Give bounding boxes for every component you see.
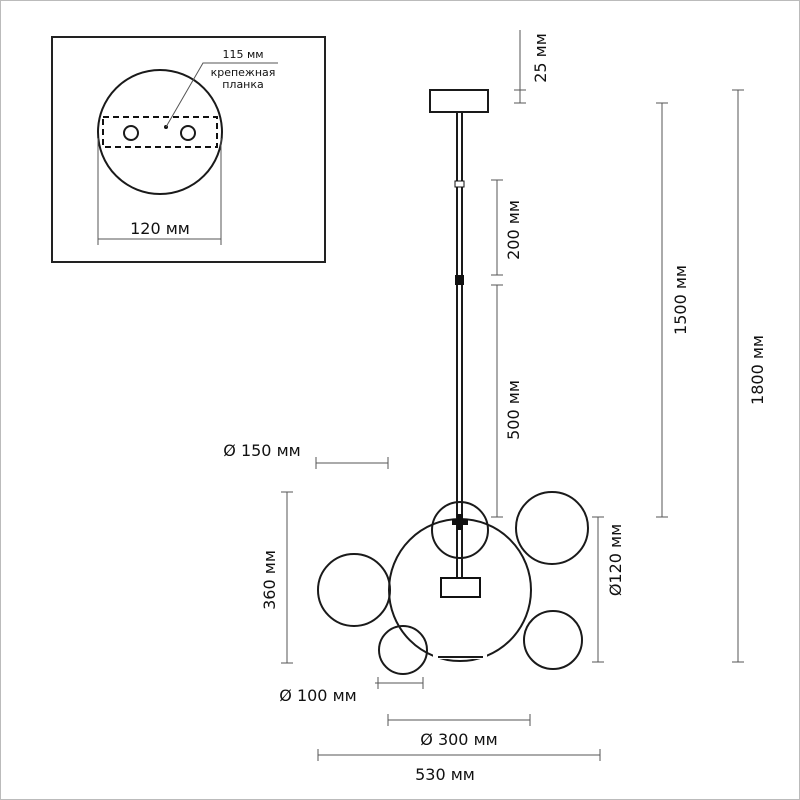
shade-300-label: Ø 300 мм xyxy=(420,730,497,749)
shade-100-label: Ø 100 мм xyxy=(279,686,356,705)
mounting-plate xyxy=(102,116,218,148)
total-height-label: 1800 мм xyxy=(748,335,767,405)
plate-label-line2: планка xyxy=(222,78,264,91)
plate-label-line1: крепежная xyxy=(211,66,276,79)
dimensions: 25 мм 200 мм 500 мм 1500 мм 1800 мм Ø 15… xyxy=(223,30,767,784)
mount-hole-left xyxy=(123,125,139,141)
plate-leader-line xyxy=(165,62,278,128)
canopy xyxy=(429,89,489,113)
lamp-side-view xyxy=(317,89,589,675)
canopy-top-view xyxy=(97,69,223,195)
rod-joint xyxy=(454,180,465,188)
body-height-label: 360 мм xyxy=(260,550,279,610)
mount-hole-right xyxy=(180,125,196,141)
rod-coupler xyxy=(455,275,464,285)
shade-120-label: Ø120 мм xyxy=(606,524,625,596)
canopy-diameter-label: 120 мм xyxy=(130,219,190,238)
lamp-socket xyxy=(440,577,481,598)
canopy-height-label: 25 мм xyxy=(531,33,550,83)
top-shade xyxy=(431,501,489,559)
plate-length-label: 115 мм xyxy=(222,48,263,61)
rod-segment-1-label: 200 мм xyxy=(504,200,523,260)
shade-150-label: Ø 150 мм xyxy=(223,441,300,460)
right-top-shade xyxy=(515,491,589,565)
rod-segment-2-label: 500 мм xyxy=(504,380,523,440)
max-drop-label: 1500 мм xyxy=(671,265,690,335)
rod-cross-fitting xyxy=(452,514,468,530)
total-width-label: 530 мм xyxy=(415,765,475,784)
left-shade xyxy=(317,553,391,627)
canopy-mount-inset: 115 мм крепежная планка 120 мм xyxy=(51,36,326,263)
inset-frame xyxy=(51,36,326,263)
right-bottom-shade xyxy=(523,610,583,670)
bottom-left-shade xyxy=(378,625,428,675)
